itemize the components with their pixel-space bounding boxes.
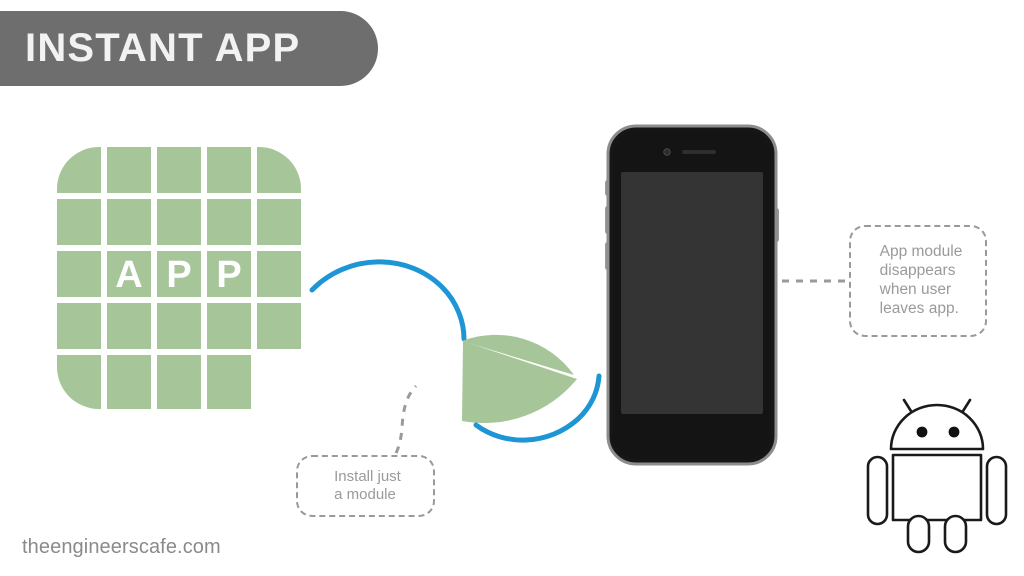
smartphone-mockup [604,124,780,466]
android-eye-right [948,426,960,438]
grid-tile [207,199,251,245]
phone-screen [621,172,763,414]
leader-line-callout-to-module [330,372,440,472]
phone-speaker-slot [682,150,716,154]
grid-tile [107,199,151,245]
callout-module-disappears: App module disappears when user leaves a… [849,225,987,337]
grid-letter-p1: P [166,254,191,296]
grid-tile [257,199,301,245]
flow-arc-lower [473,373,602,443]
android-leg-left [906,514,931,554]
android-arm-right [985,455,1008,526]
grid-tile [107,355,151,409]
callout-install-module-text: Install just a module [334,467,401,503]
grid-tile [107,147,151,193]
grid-tile [107,251,151,297]
callout-module-disappears-text: App module disappears when user leaves a… [879,243,963,317]
android-arm-left [866,455,889,526]
title-banner: INSTANT APP [0,11,378,86]
grid-tile [207,303,251,349]
leader-line-phone-to-callout [782,275,852,287]
grid-tile [57,199,101,245]
grid-tile [257,303,301,349]
flow-arc-upper [309,259,467,342]
grid-tile [257,147,301,193]
grid-tile [57,251,101,297]
grid-tile [157,303,201,349]
grid-tile [257,251,301,297]
grid-tile [57,355,101,409]
callout-install-module: Install just a module [296,455,435,517]
grid-tile [207,251,251,297]
grid-tile [207,355,251,409]
android-eye-left [916,426,928,438]
grid-tile [157,355,201,409]
android-head [889,403,985,451]
android-body [891,453,983,522]
page-title: INSTANT APP [25,26,301,70]
grid-tile [57,303,101,349]
app-icon-grid: A P P [57,147,301,409]
android-leg-right [943,514,968,554]
grid-tile [157,251,201,297]
grid-tile [207,147,251,193]
grid-tile [157,199,201,245]
grid-tile [107,303,151,349]
grid-tile [157,147,201,193]
extracted-module-wedge [462,334,574,375]
extracted-module-wedge-body [462,341,577,424]
phone-front-camera-icon [663,148,671,156]
grid-letter-p2: P [216,254,241,296]
grid-tile [57,147,101,193]
android-robot-logo [866,392,1008,554]
grid-letter-a: A [115,254,142,296]
flow-diagram [290,255,610,465]
footer-brand: theengineerscafe.com [22,536,221,558]
